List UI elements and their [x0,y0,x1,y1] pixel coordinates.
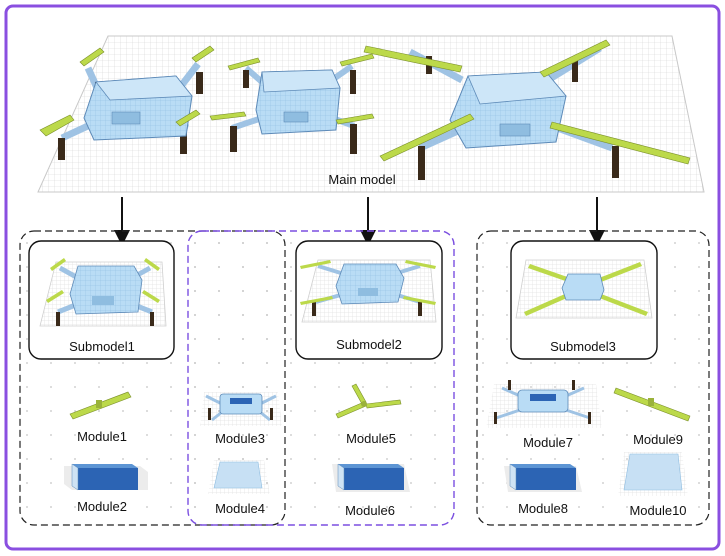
module8-label: Module8 [518,501,568,516]
submodel2-card: Submodel2 [295,240,443,360]
module2-label: Module2 [77,499,127,514]
submodel1-label: Submodel1 [69,339,135,354]
module6: Module6 [332,463,410,518]
module7-label: Module7 [523,435,573,450]
main-model-label: Main model [328,172,395,187]
submodel3-label: Submodel3 [550,339,616,354]
module10: Module10 [618,452,688,518]
module7: Module7 [486,380,602,450]
main-drone-left [39,45,215,160]
module9: Module9 [613,387,691,447]
module6-battery-icon [344,468,404,490]
module6-label: Module6 [345,503,395,518]
submodel1-card: Submodel1 [28,240,175,360]
module8: Module8 [504,463,582,516]
submodel2-label: Submodel2 [336,337,402,352]
main-model-view: Main model [37,35,705,193]
module5-label: Module5 [346,431,396,446]
module2-battery-icon [78,468,138,490]
main-drone-middle [209,53,375,154]
module3-label: Module3 [215,431,265,446]
module1: Module1 [69,391,132,444]
module5: Module5 [335,383,402,446]
module3: Module3 [200,392,282,446]
module10-plate-icon [623,453,683,491]
main-drone-right [363,39,691,180]
module4-plate-icon [213,461,263,489]
module10-label: Module10 [629,503,686,518]
module8-battery-icon [516,468,576,490]
submodel3-card: Submodel3 [510,240,658,360]
module9-label: Module9 [633,432,683,447]
module2: Module2 [64,463,148,514]
module4: Module4 [208,460,270,516]
module4-label: Module4 [215,501,265,516]
module1-label: Module1 [77,429,127,444]
